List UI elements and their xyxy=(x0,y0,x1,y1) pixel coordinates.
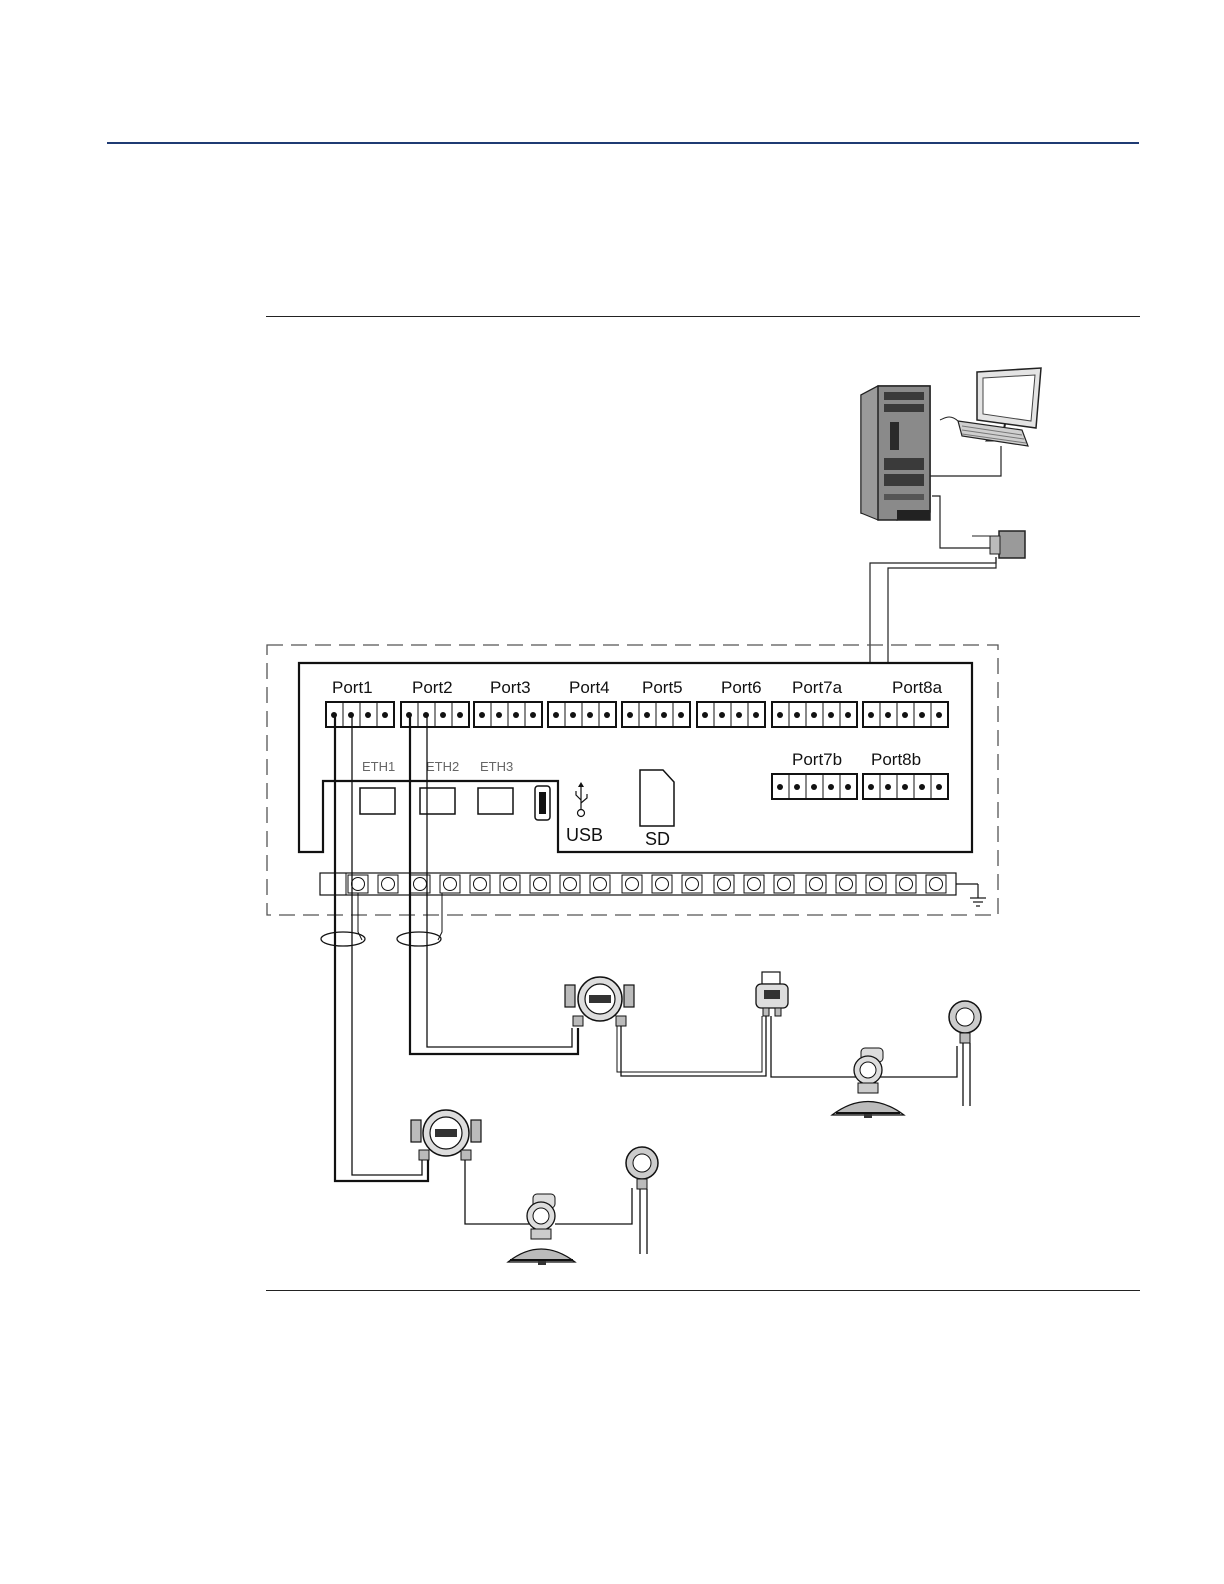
terminal-block-port2 xyxy=(401,702,469,727)
eth3-port[interactable] xyxy=(478,788,513,814)
eth2-port[interactable] xyxy=(420,788,455,814)
terminal-block-port3 xyxy=(474,702,542,727)
eth1-port[interactable] xyxy=(360,788,395,814)
port-label: Port8a xyxy=(892,678,943,697)
port-label: Port5 xyxy=(642,678,683,697)
eth-label: ETH1 xyxy=(362,759,395,774)
port-label: Port7a xyxy=(792,678,843,697)
terminal-block-port7a xyxy=(772,702,857,727)
terminal-block-port1 xyxy=(326,702,394,727)
port-label: Port1 xyxy=(332,678,373,697)
serial-converter-icon xyxy=(932,496,1025,558)
ground-icon xyxy=(956,884,986,906)
cable-shield-icon xyxy=(397,932,441,946)
port-label: Port4 xyxy=(569,678,610,697)
sd-label: SD xyxy=(645,829,670,849)
eth-label: ETH3 xyxy=(480,759,513,774)
temperature-sensor-icon xyxy=(626,1147,658,1254)
radar-gauge-icon xyxy=(832,1048,904,1118)
display-unit-icon xyxy=(756,972,788,1016)
terminal-block-port7b xyxy=(772,774,857,799)
port-label: Port3 xyxy=(490,678,531,697)
sd-card-icon xyxy=(640,770,674,826)
din-rail-terminals xyxy=(320,873,956,895)
terminal-block-port8a xyxy=(863,702,948,727)
field-transmitter-icon xyxy=(565,977,634,1026)
eth-label: ETH2 xyxy=(426,759,459,774)
terminal-block-port6 xyxy=(697,702,765,727)
field-transmitter-icon xyxy=(411,1110,481,1160)
port-label: Port8b xyxy=(871,750,921,769)
radar-gauge-icon xyxy=(508,1194,575,1265)
usb-label: USB xyxy=(566,825,603,845)
pc-tower-icon xyxy=(861,386,930,520)
cable-shield-icon xyxy=(321,932,365,946)
usb-port[interactable] xyxy=(535,786,550,820)
port-label: Port7b xyxy=(792,750,842,769)
terminal-block-port4 xyxy=(548,702,616,727)
port-label: Port6 xyxy=(721,678,762,697)
port1-cable xyxy=(335,715,428,1181)
terminal-block-port5 xyxy=(622,702,690,727)
port-label: Port2 xyxy=(412,678,453,697)
terminal-block-port8b xyxy=(863,774,948,799)
temperature-sensor-icon xyxy=(949,1001,981,1106)
pc-workstation xyxy=(861,368,1041,712)
